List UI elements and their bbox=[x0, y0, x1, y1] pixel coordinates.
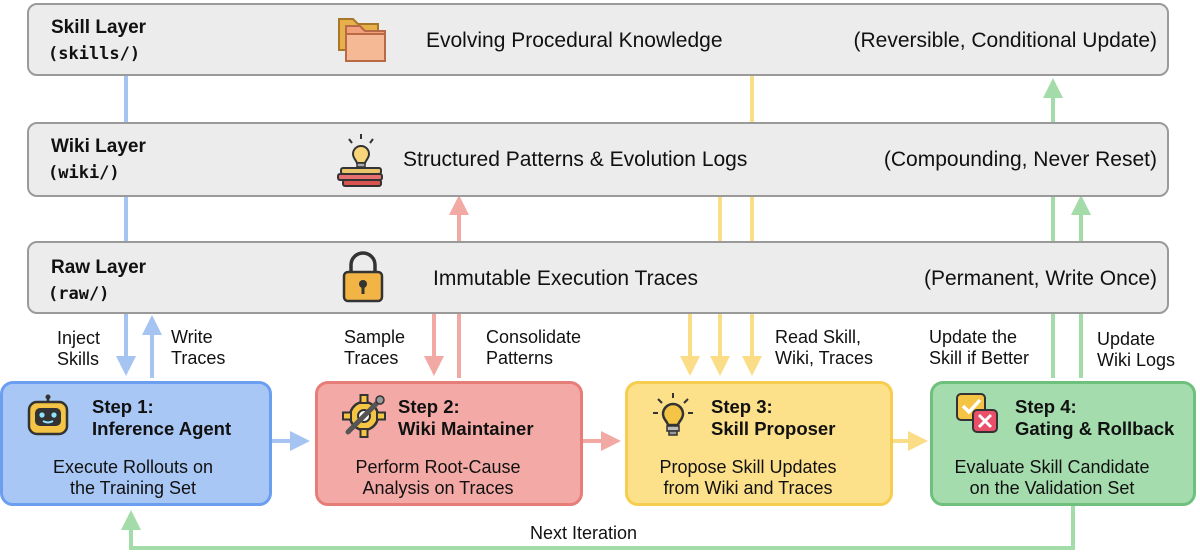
step-description: Perform Root-Cause Analysis on Traces bbox=[355, 457, 521, 498]
step-title: Step 2: Wiki Maintainer bbox=[398, 396, 534, 439]
layer-note: (Reversible, Conditional Update) bbox=[853, 29, 1158, 52]
skill-layer: Skill Layer (skills/) Evolving Procedura… bbox=[27, 3, 1169, 76]
layer-description: Evolving Procedural Knowledge bbox=[426, 29, 723, 52]
layer-note: (Permanent, Write Once) bbox=[923, 267, 1157, 290]
step-description: Execute Rollouts on the Training Set bbox=[52, 457, 214, 498]
sample-traces-label: Sample Traces bbox=[344, 327, 406, 368]
inject-skills-label: Inject Skills bbox=[57, 328, 101, 369]
wiki-layer: Wiki Layer (wiki/) Structured Patterns &… bbox=[27, 122, 1169, 197]
update-wiki-label: Update Wiki Logs bbox=[1097, 329, 1176, 370]
step-3-box: Step 3: Skill Proposer Propose Skill Upd… bbox=[625, 381, 893, 506]
layer-dir: (skills/) bbox=[48, 44, 141, 64]
step-description: Propose Skill Updates from Wiki and Trac… bbox=[659, 457, 837, 498]
step-description: Evaluate Skill Candidate on the Validati… bbox=[954, 457, 1150, 498]
padlock-icon bbox=[341, 249, 385, 310]
folders-icon bbox=[336, 14, 388, 71]
step-2-box: Step 2: Wiki Maintainer Perform Root-Cau… bbox=[315, 381, 583, 506]
check-cross-icon bbox=[955, 392, 1001, 443]
layer-note: (Compounding, Never Reset) bbox=[883, 148, 1157, 171]
layer-description: Structured Patterns & Evolution Logs bbox=[403, 148, 748, 171]
step-title: Step 4: Gating & Rollback bbox=[1015, 396, 1175, 439]
layer-dir: (wiki/) bbox=[48, 163, 120, 183]
next-iteration-label: Next Iteration bbox=[530, 523, 638, 543]
next-iteration-arrow bbox=[121, 506, 1075, 550]
layer-name: Raw Layer bbox=[51, 257, 147, 278]
layer-name: Skill Layer bbox=[51, 17, 147, 38]
raw-layer: Raw Layer (raw/) Immutable Execution Tra… bbox=[27, 241, 1169, 314]
books-lightbulb-icon bbox=[335, 132, 387, 193]
write-traces-label: Write Traces bbox=[171, 327, 226, 368]
lightbulb-icon bbox=[652, 392, 694, 443]
robot-icon bbox=[25, 394, 71, 445]
step-1-box: Step 1: Inference Agent Execute Rollouts… bbox=[0, 381, 272, 506]
layer-dir: (raw/) bbox=[48, 284, 110, 304]
step-title: Step 1: Inference Agent bbox=[92, 396, 232, 439]
read-label: Read Skill, Wiki, Traces bbox=[775, 327, 874, 368]
layer-description: Immutable Execution Traces bbox=[433, 267, 698, 290]
consolidate-patterns-label: Consolidate Patterns bbox=[486, 327, 582, 368]
step-title: Step 3: Skill Proposer bbox=[711, 396, 836, 439]
layer-name: Wiki Layer bbox=[51, 136, 146, 157]
gear-wrench-icon bbox=[340, 392, 388, 445]
update-skill-label: Update the Skill if Better bbox=[929, 327, 1030, 368]
step-4-box: Step 4: Gating & Rollback Evaluate Skill… bbox=[930, 381, 1196, 506]
